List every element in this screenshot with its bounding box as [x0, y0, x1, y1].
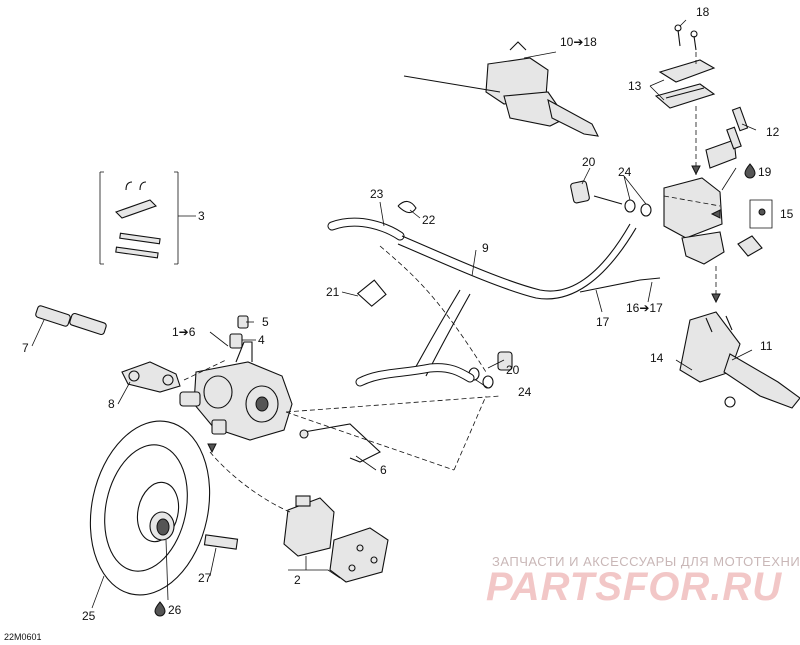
leader-lines — [31, 19, 757, 609]
clip-21 — [356, 279, 387, 307]
callout-9: 9 — [482, 241, 489, 255]
callout-17: 17 — [596, 315, 610, 329]
banjo-fittings-upper — [570, 180, 652, 217]
pin-27 — [203, 534, 239, 550]
reservoir-cover-13 — [654, 24, 716, 109]
callout-14: 14 — [650, 351, 664, 365]
banjo-fittings-lower — [468, 351, 513, 389]
brake-hose-9 — [327, 217, 661, 387]
callout-24-lower: 24 — [518, 385, 532, 399]
rear-master-cylinder — [403, 41, 599, 137]
callout-18: 18 — [696, 5, 710, 19]
callout-2: 2 — [294, 573, 301, 587]
diagram-code: 22M0601 — [4, 632, 42, 642]
callout-8: 8 — [108, 397, 115, 411]
callout-15: 15 — [780, 207, 794, 221]
callout-1-6: 1➔6 — [172, 325, 196, 339]
drop-icon — [154, 601, 166, 617]
callout-11: 11 — [760, 339, 773, 353]
callout-24-upper: 24 — [618, 165, 632, 179]
callout-12: 12 — [766, 125, 780, 139]
callout-19: 19 — [758, 165, 772, 179]
brake-disc — [89, 420, 211, 596]
callout-26: 26 — [168, 603, 182, 617]
drop-icon — [744, 163, 756, 179]
callout-22: 22 — [422, 213, 436, 227]
brake-lever — [679, 311, 800, 409]
assembly-lines — [183, 52, 721, 513]
brake-pads — [283, 495, 389, 583]
watermark-tagline: ЗАПЧАСТИ И АКСЕССУАРЫ ДЛЯ МОТОТЕХНИКИ — [492, 554, 800, 569]
callout-4: 4 — [258, 333, 265, 347]
cap-15 — [737, 199, 773, 257]
callout-10-18: 10➔18 — [560, 35, 597, 49]
callout-20-upper: 20 — [582, 155, 596, 169]
pin-kit-3 — [99, 171, 196, 265]
callout-7: 7 — [22, 341, 29, 355]
bracket-8 — [121, 361, 181, 393]
clamp-22 — [397, 200, 417, 214]
bleed-screw-4-5 — [229, 315, 249, 349]
callout-21: 21 — [326, 285, 340, 299]
callout-13: 13 — [628, 79, 642, 93]
callout-3: 3 — [198, 209, 205, 223]
callout-23: 23 — [370, 187, 384, 201]
front-master-cylinder — [663, 106, 749, 265]
callout-25: 25 — [82, 609, 96, 623]
callout-6: 6 — [380, 463, 387, 477]
caliper-bolts — [35, 305, 107, 336]
arrow-markers — [207, 165, 721, 454]
watermark-logo: PARTSFOR.RU — [486, 565, 782, 609]
callout-27: 27 — [198, 571, 212, 585]
callout-20-lower: 20 — [506, 363, 520, 377]
caliper-assembly — [179, 341, 293, 441]
retaining-pin-6 — [299, 423, 381, 463]
callout-16-17: 16➔17 — [626, 301, 663, 315]
callout-5: 5 — [262, 315, 269, 329]
